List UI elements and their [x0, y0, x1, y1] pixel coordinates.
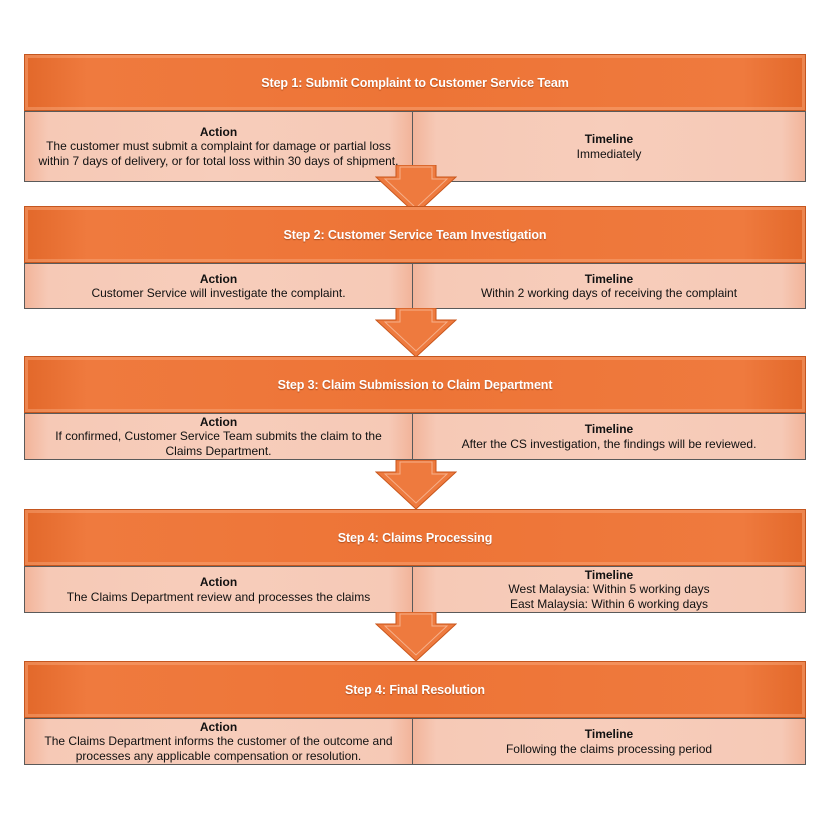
step-1-header: Step 1: Submit Complaint to Customer Ser… — [24, 54, 806, 111]
step-3-row: Action If confirmed, Customer Service Te… — [24, 413, 806, 460]
step-5-timeline-heading: Timeline — [584, 727, 634, 741]
step-2-timeline-line-1: Within 2 working days of receiving the c… — [480, 286, 738, 300]
step-5-action-line-1: The Claims Department informs the custom… — [44, 734, 393, 749]
down-arrow-icon — [375, 612, 457, 662]
step-4-header: Step 4: Claims Processing — [24, 509, 806, 566]
step-2-timeline-cell: Timeline Within 2 working days of receiv… — [413, 263, 806, 309]
step-1-action-cell: Action The customer must submit a compla… — [24, 111, 413, 182]
step-2-header: Step 2: Customer Service Team Investigat… — [24, 206, 806, 263]
step-2-timeline-heading: Timeline — [584, 271, 634, 286]
down-arrow-icon — [375, 308, 457, 358]
step-2-action-line-1: Customer Service will investigate the co… — [91, 286, 346, 300]
step-1-row: Action The customer must submit a compla… — [24, 111, 806, 182]
step-3-action-heading: Action — [199, 414, 238, 429]
step-3-timeline-line-1: After the CS investigation, the findings… — [461, 436, 757, 451]
step-3-timeline-heading: Timeline — [584, 422, 634, 436]
step-4-timeline-line-2: East Malaysia: Within 6 working days — [509, 596, 709, 611]
step-4-timeline-line-1: West Malaysia: Within 5 working days — [508, 582, 710, 597]
step-4-action-heading: Action — [199, 575, 238, 589]
step-4-row: Action The Claims Department review and … — [24, 566, 806, 613]
step-3-action-line-2: Claims Department. — [165, 443, 272, 458]
step-2-action-cell: Action Customer Service will investigate… — [24, 263, 413, 309]
step-3-header: Step 3: Claim Submission to Claim Depart… — [24, 356, 806, 413]
step-4-timeline-heading: Timeline — [584, 567, 634, 582]
step-1-timeline-cell: Timeline Immediately — [413, 111, 806, 182]
step-4-action-line-1: The Claims Department review and process… — [66, 589, 371, 604]
step-1-timeline-line-1: Immediately — [576, 146, 642, 161]
step-2-row: Action Customer Service will investigate… — [24, 263, 806, 309]
step-5-timeline-line-1: Following the claims processing period — [505, 741, 713, 756]
step-5-title: Step 4: Final Resolution — [345, 682, 485, 697]
step-1-timeline-heading: Timeline — [584, 132, 634, 146]
step-5-timeline-cell: Timeline Following the claims processing… — [413, 718, 806, 765]
down-arrow-icon — [375, 460, 457, 510]
step-4-timeline-cell: Timeline West Malaysia: Within 5 working… — [413, 566, 806, 613]
step-1-action-line-1: The customer must submit a complaint for… — [46, 139, 391, 154]
step-3-action-cell: Action If confirmed, Customer Service Te… — [24, 413, 413, 460]
step-1-action-line-2: within 7 days of delivery, or for total … — [38, 153, 399, 168]
step-5-action-heading: Action — [199, 719, 238, 734]
step-4-title: Step 4: Claims Processing — [337, 530, 493, 545]
step-1-title: Step 1: Submit Complaint to Customer Ser… — [261, 75, 569, 90]
step-2-title: Step 2: Customer Service Team Investigat… — [283, 227, 547, 242]
step-2-action-heading: Action — [199, 271, 238, 286]
step-5-row: Action The Claims Department informs the… — [24, 718, 806, 765]
step-3-title: Step 3: Claim Submission to Claim Depart… — [277, 377, 553, 392]
step-3-action-line-1: If confirmed, Customer Service Team subm… — [55, 429, 382, 444]
down-arrow-icon — [375, 165, 457, 215]
step-5-action-cell: Action The Claims Department informs the… — [24, 718, 413, 765]
step-3-timeline-cell: Timeline After the CS investigation, the… — [413, 413, 806, 460]
step-4-action-cell: Action The Claims Department review and … — [24, 566, 413, 613]
step-5-header: Step 4: Final Resolution — [24, 661, 806, 718]
step-5-action-line-2: processes any applicable compensation or… — [75, 748, 362, 763]
step-1-action-heading: Action — [199, 124, 238, 139]
